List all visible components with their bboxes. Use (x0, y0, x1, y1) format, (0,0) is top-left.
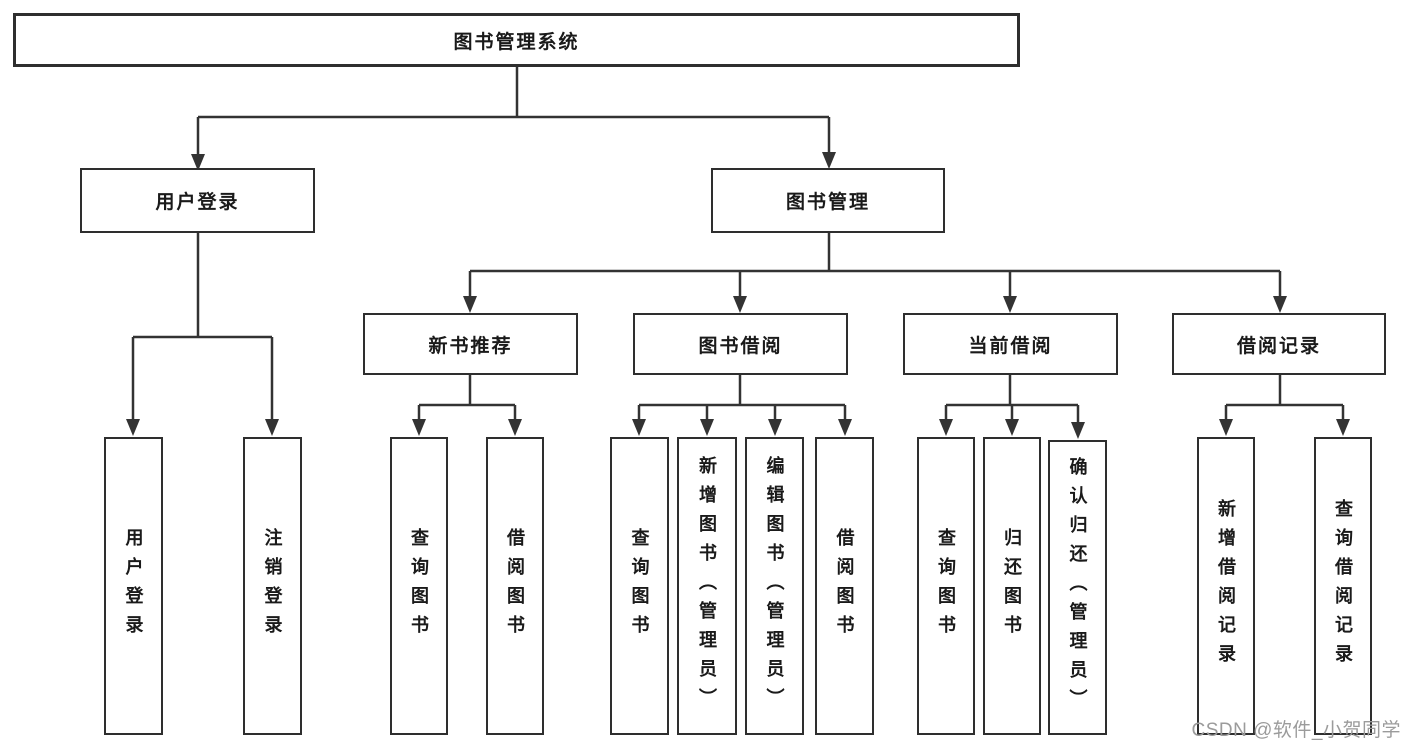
leaf-label: 新增图书（管理员） (697, 455, 717, 717)
node-borrowing-records: 借阅记录 (1172, 313, 1386, 375)
leaf-query-books-newbooks: 查询图书 (390, 437, 448, 735)
leaf-return-books: 归还图书 (983, 437, 1041, 735)
node-label: 用户登录 (155, 192, 240, 213)
leaf-borrow-books-newbooks: 借阅图书 (486, 437, 544, 735)
leaf-confirm-return-admin: 确认归还（管理员） (1048, 440, 1107, 735)
node-label: 新书推荐 (428, 335, 513, 357)
node-book-borrowing: 图书借阅 (633, 313, 848, 375)
leaf-label: 查询图书 (409, 528, 429, 644)
leaf-label: 借阅图书 (834, 528, 855, 644)
leaf-label: 确认归还（管理员） (1067, 457, 1088, 718)
node-label: 图书管理 (785, 192, 870, 213)
leaf-user-login: 用户登录 (104, 437, 163, 735)
node-current-borrowing: 当前借阅 (903, 313, 1118, 375)
csdn-watermark: CSDN @软件_小贺同学 (1191, 720, 1401, 741)
leaf-label: 用户登录 (123, 528, 144, 644)
leaf-query-borrow-record: 查询借阅记录 (1314, 437, 1372, 735)
leaf-label: 查询图书 (936, 528, 956, 644)
leaf-add-books-admin: 新增图书（管理员） (677, 437, 737, 735)
leaf-logout: 注销登录 (243, 437, 302, 735)
node-label: 借阅记录 (1236, 335, 1321, 357)
leaf-label: 查询借阅记录 (1333, 499, 1353, 673)
leaf-label: 借阅图书 (505, 528, 525, 644)
leaf-query-books-current: 查询图书 (917, 437, 975, 735)
leaf-edit-books-admin: 编辑图书（管理员） (745, 437, 804, 735)
leaf-label: 查询图书 (629, 528, 650, 644)
leaf-label: 归还图书 (1002, 528, 1022, 644)
node-book-management: 图书管理 (711, 168, 945, 233)
node-new-book-recommendation: 新书推荐 (363, 313, 578, 375)
leaf-label: 新增借阅记录 (1216, 499, 1236, 673)
node-library-management-system: 图书管理系统 (13, 13, 1020, 67)
leaf-label: 注销登录 (262, 528, 283, 644)
node-label: 图书借阅 (698, 335, 783, 357)
leaf-borrow-books-borrowing: 借阅图书 (815, 437, 874, 735)
leaf-query-books-borrowing: 查询图书 (610, 437, 669, 735)
leaf-label: 编辑图书（管理员） (764, 455, 785, 717)
leaf-add-borrow-record: 新增借阅记录 (1197, 437, 1255, 735)
node-user-login: 用户登录 (80, 168, 315, 233)
node-label: 当前借阅 (968, 335, 1053, 357)
node-label: 图书管理系统 (453, 31, 580, 53)
